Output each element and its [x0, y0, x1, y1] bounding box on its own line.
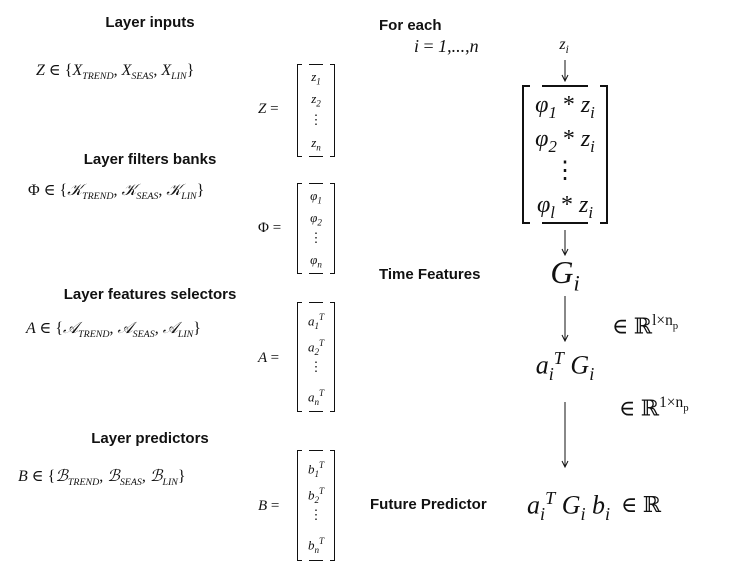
convolution-entry: φ2 * zi [535, 126, 595, 156]
layer-feature-selectors-heading: Layer features selectors [63, 286, 237, 303]
layer-inputs-heading: Layer inputs [105, 14, 195, 31]
convolution-entry: φ1 * zi [535, 92, 595, 122]
convolution-entry: ⋮ [553, 158, 577, 184]
future-predictor-expression: aiT Gi bi [527, 488, 611, 524]
vector-entry: ⋮ [309, 359, 323, 374]
vector-entry: ⋮ [309, 230, 323, 245]
vector-entry: φ1 [310, 188, 322, 206]
layer-filter-banks-vector: φ1 φ2 ⋮ φn [297, 182, 335, 275]
time-features-label: Time Features [379, 266, 481, 283]
selected-features-symbol: aiT Gi [535, 348, 595, 384]
layer-feature-selectors-vector: a1T a2T ⋮ anT [297, 301, 335, 413]
vector-entry: zn [311, 135, 321, 153]
vector-entry: a2T [307, 338, 325, 357]
for-each-heading: For each [379, 17, 442, 34]
layer-filter-banks-equation-label: Φ = [258, 220, 282, 236]
layer-predictors-definition: B ∈ {ℬTREND, ℬSEAS, ℬLIN} [18, 468, 186, 489]
vector-entry: bnT [307, 536, 325, 555]
index-range: i = 1,...,n [414, 36, 479, 56]
vector-entry: ⋮ [309, 112, 323, 127]
vector-entry: z2 [311, 91, 321, 109]
layer-feature-selectors-equation-label: A = [258, 350, 280, 366]
vector-entry: ⋮ [309, 507, 323, 522]
time-features-symbol: Gi [550, 254, 580, 296]
vector-entry: b1T [307, 460, 325, 479]
future-predictor-label: Future Predictor [370, 496, 487, 513]
vector-entry: anT [307, 388, 325, 407]
layer-feature-selectors-definition: A ∈ {𝒜TREND, 𝒜SEAS, 𝒜LIN} [26, 320, 201, 341]
vector-entry: z1 [311, 69, 321, 87]
layer-filter-banks-heading: Layer filters banks [83, 151, 217, 168]
selected-features-space: ∈ ℝ1×np [619, 394, 689, 421]
convolution-entry: φl * zi [537, 192, 593, 222]
layer-predictors-equation-label: B = [258, 498, 280, 514]
vector-entry: φ2 [310, 210, 322, 228]
layer-predictors-heading: Layer predictors [91, 430, 209, 447]
convolution-vector: φ1 * zi φ2 * zi ⋮ φl * zi [522, 85, 608, 224]
future-predictor-space: ∈ ℝ [621, 492, 662, 517]
layer-inputs-definition: Z ∈ {XTREND, XSEAS, XLIN} [36, 62, 195, 83]
layer-inputs-equation-label: Z = [258, 101, 279, 117]
input-symbol: zi [559, 36, 569, 57]
vector-entry: b2T [307, 486, 325, 505]
vector-entry: a1T [307, 312, 325, 331]
layer-predictors-vector: b1T b2T ⋮ bnT [297, 449, 335, 561]
layer-inputs-vector: z1 z2 ⋮ zn [297, 63, 335, 158]
layer-filter-banks-definition: Φ ∈ {𝒦TREND, 𝒦SEAS, 𝒦LIN} [28, 182, 205, 203]
time-features-space: ∈ ℝl×np [612, 312, 679, 339]
vector-entry: φn [310, 252, 322, 270]
